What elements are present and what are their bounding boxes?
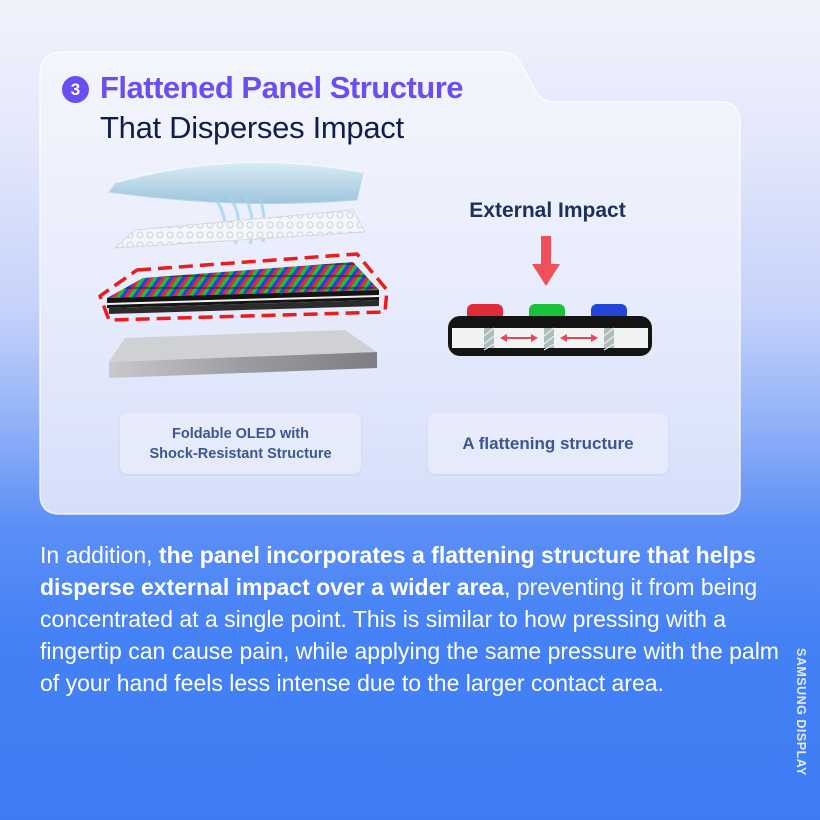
cover-glass-layer [108,161,364,205]
body-intro: In addition, [40,542,159,568]
body-rest: , preventing it from being concentrated … [40,574,779,696]
spread-arrow-icon [500,334,538,342]
brand-logo: SAMSUNG DISPLAY [794,648,808,776]
spread-arrow-icon [560,334,598,342]
caption-line: Shock-Resistant Structure [149,445,332,462]
foldable-oled-layers-illustration [98,161,389,378]
body-paragraph: In addition, the panel incorporates a fl… [40,539,785,699]
highlight-outline [98,252,389,322]
metal-plate-layer [109,330,377,362]
caption-foldable-oled: Foldable OLED with Shock-Resistant Struc… [120,413,361,474]
external-impact-label: External Impact [469,199,626,222]
title-line-1: Flattened Panel Structure [100,70,464,105]
title-line-2: That Disperses Impact [100,110,404,145]
caption-flattening-structure: A flattening structure [428,413,668,474]
step-badge: 3 [62,76,89,103]
down-arrow-icon [532,236,560,286]
flattening-structure-diagram [448,236,652,356]
caption-line: Foldable OLED with [172,425,309,442]
body-bold: the panel incorporates a flattening stru… [40,542,756,600]
pixel-layer [107,262,379,298]
